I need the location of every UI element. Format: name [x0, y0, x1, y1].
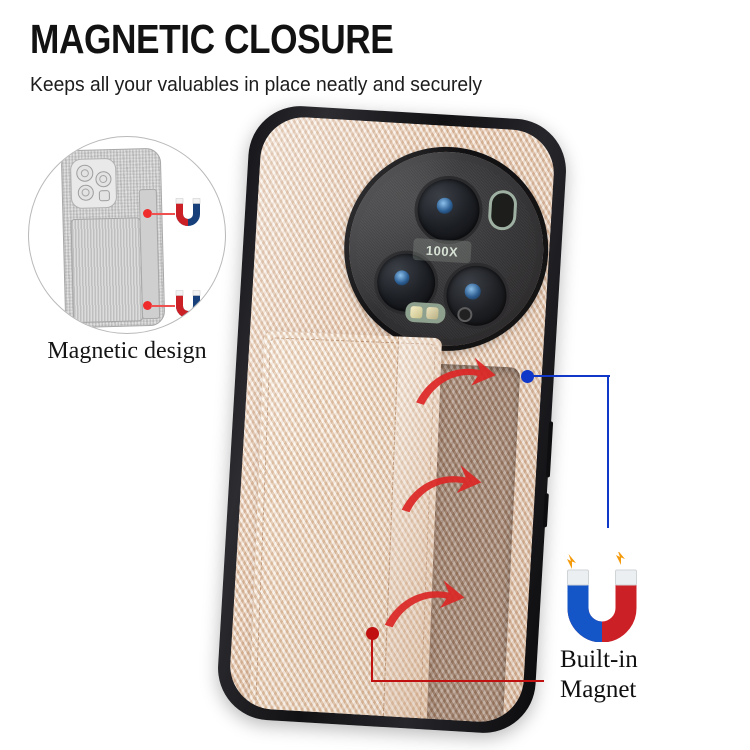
u-magnet-icon-lower: [175, 290, 201, 318]
magnet-callout-line-vertical: [371, 633, 374, 681]
magnet-point-upper-line: [151, 213, 175, 215]
microphone-icon: [459, 308, 471, 321]
pocket-callout-line-horizontal: [528, 375, 610, 378]
card-pocket-flap: enjoy your life: [248, 331, 443, 725]
page-subtitle: Keeps all your valuables in place neatly…: [30, 73, 483, 97]
diagram-circle-frame: [28, 136, 226, 334]
insert-arrow-top: [416, 357, 496, 405]
insert-arrow-middle: [401, 465, 482, 513]
camera-island: 100X: [343, 146, 549, 352]
phone-with-case: 100X enjoy your life: [215, 103, 569, 736]
power-button[interactable]: [542, 493, 549, 528]
magnetic-design-diagram: Magnetic design: [28, 136, 228, 386]
builtin-magnet-label-line2: Magnet: [560, 675, 637, 703]
magnet-point-lower-dot: [143, 301, 152, 310]
zoom-badge: 100X: [412, 237, 472, 264]
flash-module-icon: [404, 301, 446, 324]
camera-lens-ultrawide: [375, 251, 437, 314]
flap-emboss-band: enjoy your life: [382, 336, 443, 725]
page-title: MAGNETIC CLOSURE: [30, 16, 394, 62]
header-block: MAGNETIC CLOSURE Keeps all your valuable…: [30, 16, 720, 97]
u-magnet-icon-large: [567, 552, 637, 642]
camera-lens-telephoto: [444, 264, 509, 328]
woven-leather-back: 100X enjoy your life: [227, 114, 557, 725]
pill-sensor-icon: [490, 192, 515, 228]
magnet-callout-line-horizontal: [371, 680, 544, 683]
pocket-callout-line-vertical: [607, 375, 610, 528]
pocket-callout-dot: [521, 370, 534, 383]
magnet-point-upper-dot: [143, 209, 152, 218]
diagram-caption: Magnetic design: [47, 338, 207, 364]
insert-arrow-bottom: [384, 580, 465, 628]
camera-lens-main: [415, 177, 482, 243]
builtin-magnet-label-line1: Built-in: [560, 646, 638, 673]
magnet-point-lower-line: [151, 305, 175, 307]
builtin-magnet-label: Built-in Magnet: [560, 645, 740, 704]
u-magnet-icon-upper: [175, 198, 201, 226]
